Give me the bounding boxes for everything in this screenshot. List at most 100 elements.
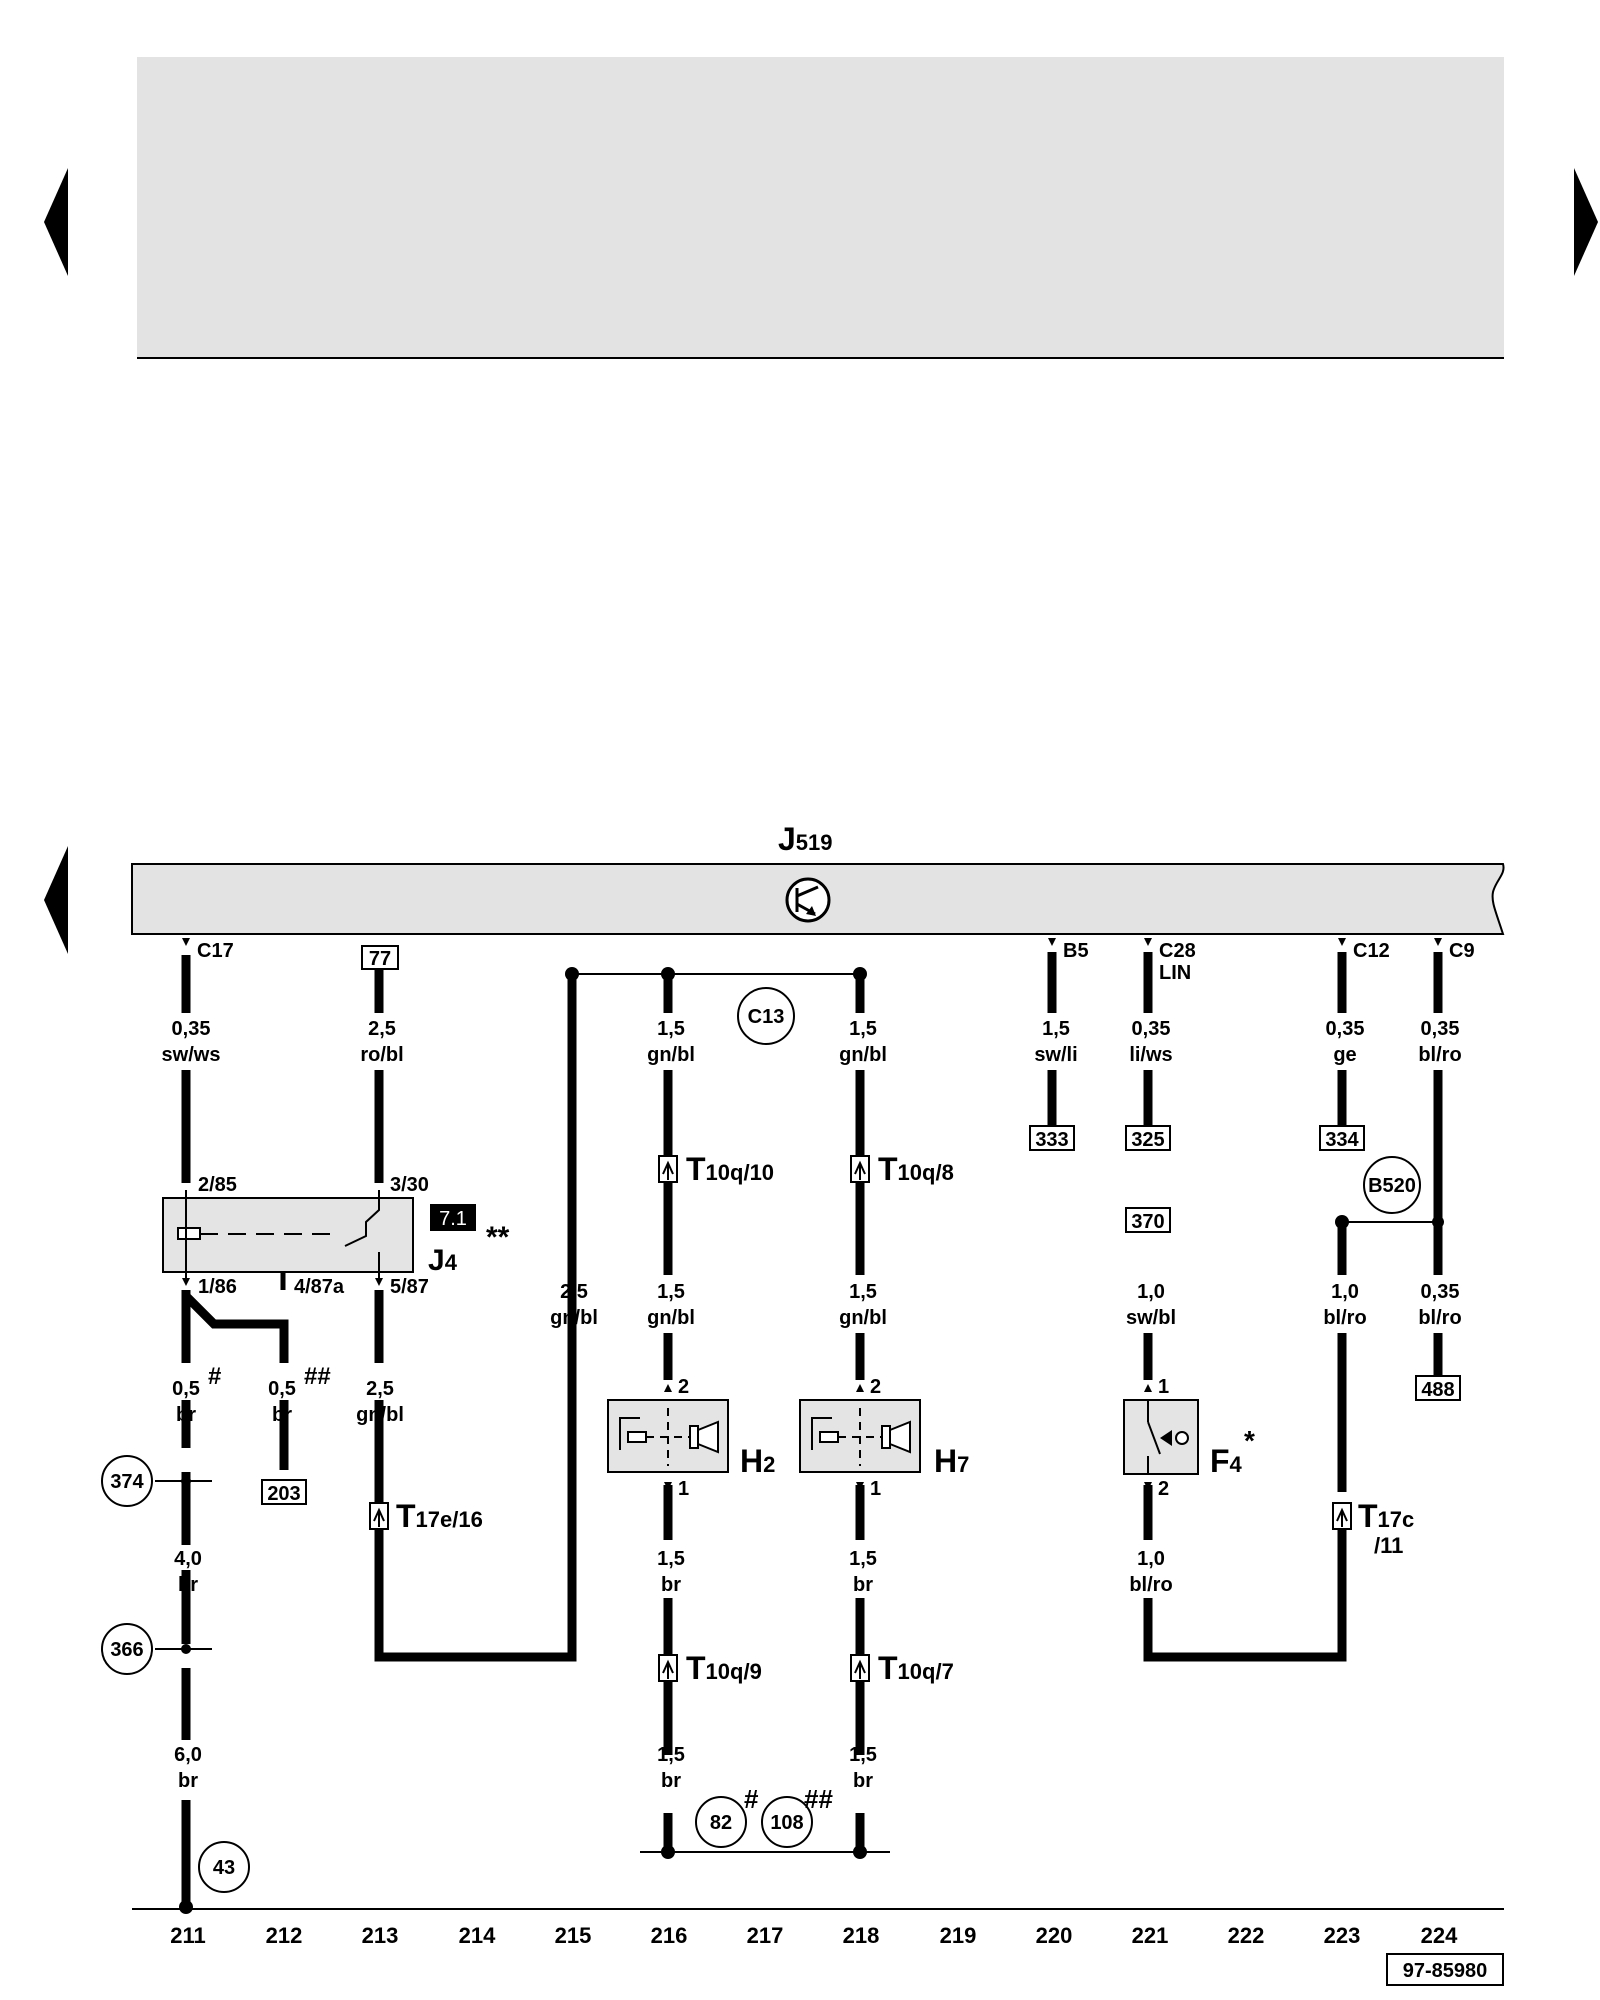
circle-ref-108-label: 108 bbox=[770, 1812, 803, 1834]
wire-size-223-mid: 1,0 bbox=[1331, 1281, 1359, 1303]
ref-box-325[interactable]: 325 bbox=[1125, 1125, 1171, 1151]
ref-box-333[interactable]: 333 bbox=[1029, 1125, 1075, 1151]
mark-hash-211: # bbox=[208, 1363, 221, 1390]
ref-box-325-label: 325 bbox=[1131, 1129, 1164, 1151]
wire-size-216-mid: 1,5 bbox=[657, 1281, 685, 1303]
connector-arrow-icons bbox=[373, 1160, 1348, 1679]
wire-size-221: 0,35 bbox=[1132, 1018, 1171, 1040]
circle-ref-374[interactable]: 374 bbox=[101, 1455, 153, 1507]
mark-dhash-108: ## bbox=[804, 1784, 833, 1814]
circle-ref-366-label: 366 bbox=[110, 1639, 143, 1661]
relay-pin-2-85: 2/85 bbox=[198, 1174, 237, 1196]
wire-col213-bottom bbox=[374, 975, 577, 1662]
column-number: 215 bbox=[555, 1923, 592, 1948]
wire-color-216-low: br bbox=[661, 1574, 681, 1596]
wire-size-223: 0,35 bbox=[1326, 1018, 1365, 1040]
horn-h7-label: H7 bbox=[934, 1443, 969, 1479]
wire-color-211-60: br bbox=[178, 1770, 198, 1792]
relay-pin-arrows bbox=[182, 1174, 383, 1286]
wire-size-211-hash: 0,5 bbox=[172, 1378, 200, 1400]
ref-box-370[interactable]: 370 bbox=[1125, 1207, 1171, 1233]
wire-size-211-40: 4,0 bbox=[174, 1548, 202, 1570]
electronic-symbol-icon bbox=[785, 877, 831, 923]
circle-ref-c13-label: C13 bbox=[748, 1006, 785, 1028]
next-page-arrow-top[interactable] bbox=[1574, 168, 1598, 276]
wire-size-218-bottom: 1,5 bbox=[849, 1744, 877, 1766]
horn-h2-pin-bottom: 1 bbox=[678, 1478, 689, 1500]
circle-ref-82[interactable]: 82 bbox=[695, 1796, 747, 1848]
column-number: 218 bbox=[843, 1923, 880, 1948]
connector-t17c: T17c bbox=[1358, 1498, 1414, 1534]
wire-color-216-mid: gn/bl bbox=[647, 1307, 695, 1329]
ref-box-203[interactable]: 203 bbox=[261, 1479, 307, 1505]
horn-h2[interactable] bbox=[607, 1399, 729, 1473]
top-panel bbox=[137, 57, 1504, 357]
wire-color-218-mid: gn/bl bbox=[839, 1307, 887, 1329]
ref-box-370-label: 370 bbox=[1131, 1211, 1164, 1233]
switch-f4-label: F4 bbox=[1210, 1443, 1243, 1479]
circle-ref-374-label: 374 bbox=[110, 1471, 144, 1493]
relay-name: J4 bbox=[428, 1244, 458, 1277]
pin-label-b5: B5 bbox=[1063, 940, 1089, 962]
circle-ref-366[interactable]: 366 bbox=[101, 1623, 153, 1675]
relay-badge bbox=[430, 1204, 476, 1231]
wire-size-216: 1,5 bbox=[657, 1018, 685, 1040]
ref-box-334[interactable]: 334 bbox=[1319, 1125, 1365, 1151]
column-number: 222 bbox=[1228, 1923, 1265, 1948]
horn-pin-arrows bbox=[664, 1384, 864, 1490]
pin-arrows bbox=[182, 938, 1442, 946]
column-number: 214 bbox=[459, 1923, 496, 1948]
circle-ref-43[interactable]: 43 bbox=[198, 1841, 250, 1893]
wire-size-215: 2,5 bbox=[560, 1281, 588, 1303]
circle-ref-c13[interactable]: C13 bbox=[737, 987, 795, 1045]
column-number: 217 bbox=[747, 1923, 784, 1948]
ref-box-77-label: 77 bbox=[369, 948, 391, 970]
prev-page-arrow-top[interactable] bbox=[44, 168, 68, 276]
circle-ref-108[interactable]: 108 bbox=[761, 1796, 813, 1848]
pin-label-c12: C12 bbox=[1353, 940, 1390, 962]
column-number: 220 bbox=[1036, 1923, 1073, 1948]
column-numbers: 211 212 213 214 215 216 217 218 219 220 … bbox=[170, 1923, 1458, 1948]
connector-t10q-8: T10q/8 bbox=[878, 1151, 954, 1187]
connector-t10q-10: T10q/10 bbox=[686, 1151, 774, 1187]
column-number: 211 bbox=[170, 1923, 206, 1948]
horn-h7-pin-top: 2 bbox=[870, 1376, 881, 1398]
wire-color-211-40: br bbox=[178, 1574, 198, 1596]
relay-j4[interactable] bbox=[162, 1190, 414, 1290]
circle-ref-b520-label: B520 bbox=[1368, 1175, 1416, 1197]
wire-size-224-mid: 0,35 bbox=[1421, 1281, 1460, 1303]
mark-hash-82: # bbox=[744, 1784, 759, 1814]
horn-h7[interactable] bbox=[799, 1399, 921, 1473]
wire-size-213: 2,5 bbox=[368, 1018, 396, 1040]
prev-page-arrow-bottom[interactable] bbox=[44, 846, 68, 954]
wire-color-216-bottom: br bbox=[661, 1770, 681, 1792]
pin-label-lin: LIN bbox=[1159, 962, 1191, 984]
wire-color-216: gn/bl bbox=[647, 1044, 695, 1066]
wire-size-221-low: 1,0 bbox=[1137, 1548, 1165, 1570]
wire-size-212: 0,5 bbox=[268, 1378, 296, 1400]
ref-box-77[interactable]: 77 bbox=[361, 945, 399, 970]
diagram-id: 97-85980 bbox=[1403, 1960, 1488, 1982]
pin-label-c17: C17 bbox=[197, 940, 234, 962]
wire-color-218-low: br bbox=[853, 1574, 873, 1596]
junction-dots bbox=[179, 967, 1444, 1914]
circle-ref-82-label: 82 bbox=[710, 1812, 732, 1834]
column-number: 212 bbox=[266, 1923, 303, 1948]
wire-color-220: sw/li bbox=[1034, 1044, 1077, 1066]
wire-col221-bottom bbox=[1143, 1333, 1347, 1662]
connector-t17c-11: /11 bbox=[1374, 1533, 1403, 1558]
pin-label-c9: C9 bbox=[1449, 940, 1475, 962]
wire-color-218-bottom: br bbox=[853, 1770, 873, 1792]
switch-f4[interactable] bbox=[1123, 1399, 1199, 1475]
horn-h7-pin-bottom: 1 bbox=[870, 1478, 881, 1500]
horn-h2-pin-top: 2 bbox=[678, 1376, 689, 1398]
wire-size-218: 1,5 bbox=[849, 1018, 877, 1040]
circle-ref-b520[interactable]: B520 bbox=[1363, 1156, 1421, 1214]
wire-color-224: bl/ro bbox=[1418, 1044, 1461, 1066]
ref-box-488[interactable]: 488 bbox=[1415, 1375, 1461, 1401]
column-number: 224 bbox=[1421, 1923, 1458, 1948]
control-unit-title: J519 bbox=[778, 821, 833, 857]
wire-color-223-mid: bl/ro bbox=[1323, 1307, 1366, 1329]
ref-box-333-label: 333 bbox=[1035, 1129, 1068, 1151]
